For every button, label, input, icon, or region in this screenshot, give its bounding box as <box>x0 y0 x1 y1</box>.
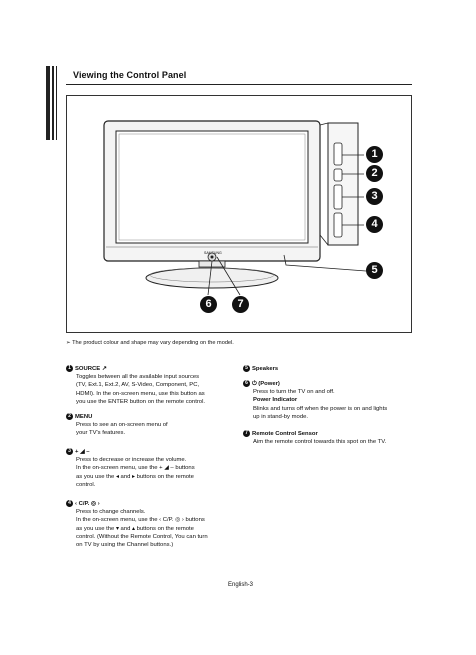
item-text: your TV's features. <box>76 430 126 437</box>
item-text: up in stand-by mode. <box>253 413 309 420</box>
figure-frame <box>66 95 412 333</box>
item-text: on TV by using the Channel buttons.) <box>76 542 174 549</box>
item-heading: MENU <box>75 414 93 421</box>
bullet-1: 1 <box>66 365 73 372</box>
item-text: (TV, Ext.1, Ext.2, AV, S-Video, Componen… <box>76 382 200 389</box>
callout-4: 4 <box>366 216 383 233</box>
model-note: ➢ The product colour and shape may vary … <box>66 340 234 346</box>
callout-1: 1 <box>366 146 383 163</box>
item-heading: Speakers <box>252 366 279 373</box>
bullet-3: 3 <box>66 448 73 455</box>
item-text: Press to change channels. <box>76 509 146 516</box>
item-text: Press to decrease or increase the volume… <box>76 457 187 464</box>
title-bar-accent <box>46 66 50 140</box>
item-text: control. <box>76 481 96 488</box>
item-text: In the on-screen menu, use the + ◢ – but… <box>76 465 195 472</box>
bullet-4: 4 <box>66 500 73 507</box>
item-heading: Remote Control Sensor <box>252 431 318 438</box>
item-text: you use the ENTER button on the remote c… <box>76 398 206 405</box>
callout-3: 3 <box>366 188 383 205</box>
bullet-6: 6 <box>243 380 250 387</box>
callout-7: 7 <box>232 296 249 313</box>
item-heading: ⏻ (Power) <box>252 381 280 388</box>
item-text: control. (Without the Remote Control, Yo… <box>76 533 208 540</box>
title-bar-accent <box>56 66 57 140</box>
callout-5: 5 <box>366 262 383 279</box>
item-text: Toggles between all the available input … <box>76 374 200 381</box>
item-heading: + ◢ – <box>75 449 90 456</box>
callout-2: 2 <box>366 165 383 182</box>
item-text: Press to see an on-screen menu of <box>76 422 168 429</box>
item-subheading: Power Indicator <box>253 397 298 404</box>
item-volume: 3+ ◢ – Press to decrease or increase the… <box>66 448 195 489</box>
title-bar-accent <box>52 66 54 140</box>
callout-6: 6 <box>200 296 217 313</box>
item-text: HDMI). In the on-screen menu, use this b… <box>76 390 205 397</box>
item-heading: SOURCE ↗ <box>75 366 107 373</box>
item-text: as you use the ▾ and ▴ buttons on the re… <box>76 525 194 532</box>
item-text: In the on-screen menu, use the ‹ C/P. ◎ … <box>76 517 205 524</box>
bullet-5: 5 <box>243 365 250 372</box>
title-rule <box>66 84 412 85</box>
item-text: Blinks and turns off when the power is o… <box>253 405 388 412</box>
item-heading: ‹ C/P. ◎ › <box>75 501 100 508</box>
item-channel: 4‹ C/P. ◎ › Press to change channels. In… <box>66 500 208 549</box>
item-power: 6⏻ (Power) Press to turn the TV on and o… <box>243 380 387 421</box>
item-text: Press to turn the TV on and off. <box>253 389 335 396</box>
page-footer: English-3 <box>228 582 254 588</box>
tv-illustration: SAMSUNG <box>103 120 367 296</box>
item-text: Aim the remote control towards this spot… <box>253 439 387 446</box>
page-title: Viewing the Control Panel <box>73 70 187 80</box>
item-text: as you use the ◂ and ▸ buttons on the re… <box>76 473 194 480</box>
bullet-7: 7 <box>243 430 250 437</box>
bullet-2: 2 <box>66 413 73 420</box>
